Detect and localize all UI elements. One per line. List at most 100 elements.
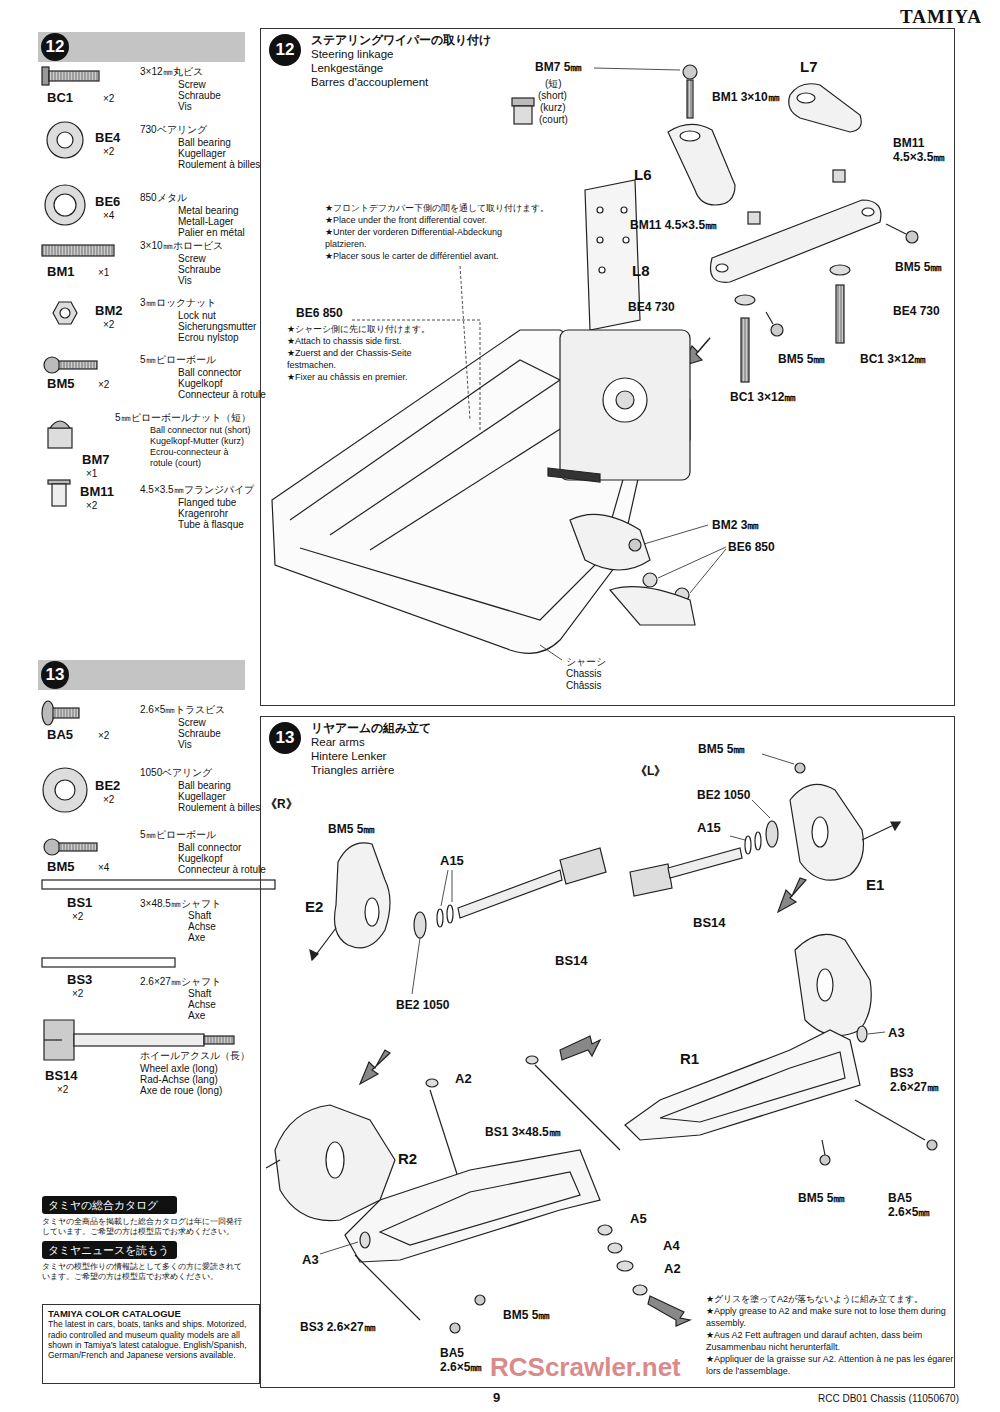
callout-label: L8 bbox=[632, 262, 650, 280]
part-description: Schraube bbox=[178, 264, 221, 276]
part-description: 3×12㎜丸ビス bbox=[140, 66, 203, 78]
part-description: Ball connector bbox=[178, 842, 241, 854]
callout-label: BA5 2.6×5㎜ bbox=[440, 1346, 490, 1375]
callout-label: BM5 5㎜ bbox=[698, 742, 745, 756]
catalog-box: TAMIYA COLOR CATALOGUEThe latest in cars… bbox=[42, 1304, 260, 1384]
step-number-text: 13 bbox=[46, 665, 65, 685]
part-description: Schraube bbox=[178, 90, 221, 102]
catalog-title: TAMIYA COLOR CATALOGUE bbox=[48, 1308, 254, 1319]
callout-label: BE2 1050 bbox=[697, 788, 750, 802]
part-code: BM2 bbox=[95, 303, 122, 319]
part-description: Roulement à billes bbox=[178, 802, 260, 814]
step-title-translation: Triangles arrière bbox=[311, 763, 431, 777]
callout-label: A2 bbox=[664, 1261, 681, 1277]
part-description: Kugellager bbox=[178, 148, 226, 160]
callout-label: R1 bbox=[680, 1050, 699, 1068]
catalog-heading: タミヤの総合カタログ bbox=[42, 1196, 177, 1214]
part-description: Connecteur à rotule bbox=[178, 864, 266, 876]
callout-label: BS3 2.6×27㎜ bbox=[890, 1066, 952, 1095]
callout-label: 《L》 bbox=[635, 764, 666, 778]
part-description: Chassis bbox=[566, 668, 602, 680]
quantity: ×1 bbox=[98, 267, 109, 279]
callout-label: BM5 5㎜ bbox=[503, 1308, 550, 1322]
callout-label: A15 bbox=[440, 853, 464, 869]
part-description: Axe de roue (long) bbox=[140, 1085, 222, 1097]
callout-label: A2 bbox=[455, 1071, 472, 1087]
callout-label: BE4 730 bbox=[893, 304, 940, 318]
callout-label: A15 bbox=[697, 820, 721, 836]
step-title-translation: Steering linkage bbox=[311, 47, 491, 61]
note-text: ★Place under the front differential cove… bbox=[325, 215, 575, 227]
note-text: ★Aus A2 Fett auftragen und darauf achten… bbox=[706, 1330, 956, 1353]
quantity: ×2 bbox=[72, 988, 83, 1000]
part-description: 1050ベアリング bbox=[140, 767, 212, 779]
callout-label: BM2 3㎜ bbox=[712, 518, 759, 532]
part-description: Vis bbox=[178, 739, 192, 751]
part-description: Kugelkopf-Mutter (kurz) bbox=[150, 436, 244, 447]
heading-text: タミヤの総合カタログ bbox=[48, 1198, 158, 1213]
note-text: ★グリスを塗ってA2が落ちないように組み立てます。 bbox=[706, 1294, 956, 1306]
callout-label: BS14 bbox=[555, 953, 588, 969]
part-description: Screw bbox=[178, 717, 206, 729]
step-panel: リヤアームの組み立てRear armsHintere LenkerTriangl… bbox=[260, 716, 955, 1388]
part-description: Shaft bbox=[188, 988, 211, 1000]
step-title-translation: Hintere Lenker bbox=[311, 749, 431, 763]
page-number: 9 bbox=[493, 1390, 500, 1406]
callout-label: BC1 3×12㎜ bbox=[730, 390, 796, 404]
part-description: Roulement à billes bbox=[178, 159, 260, 171]
callout-label: BS3 2.6×27㎜ bbox=[300, 1320, 376, 1334]
note-text: ★Placer sous le carter de différentiel a… bbox=[325, 251, 575, 263]
note-text: ★Zuerst and der Chassis-Seite festmachen… bbox=[287, 348, 437, 371]
part-description: Wheel axle (long) bbox=[140, 1063, 218, 1075]
part-description: Metall-Lager bbox=[178, 216, 234, 228]
note-text: ★Fixer au châssis en premier. bbox=[287, 372, 457, 384]
part-description: Palier en métal bbox=[178, 227, 245, 239]
callout-label: BM11 4.5×3.5㎜ bbox=[893, 136, 959, 165]
part-description: Rad-Achse (lang) bbox=[140, 1074, 218, 1086]
callout-label: A5 bbox=[630, 1211, 647, 1227]
note-text: ★シャーシ側に先に取り付けます。 bbox=[287, 324, 457, 336]
note-text: ★フロントデフカバー下側の間を通して取り付けます。 bbox=[325, 203, 575, 215]
part-description: Kugelkopf bbox=[178, 378, 222, 390]
note-text: ★Attach to chassis side first. bbox=[287, 336, 457, 348]
part-description: Screw bbox=[178, 79, 206, 91]
step-number: 13 bbox=[41, 661, 69, 689]
part-description: 5㎜ピローボールナット（短） bbox=[115, 412, 251, 424]
part-description: Ecrou-connecteur à rotule (court) bbox=[150, 447, 252, 469]
quantity: ×2 bbox=[103, 794, 114, 806]
callout-label: BC1 3×12㎜ bbox=[860, 352, 926, 366]
part-code: BA5 bbox=[47, 727, 73, 743]
quantity: ×2 bbox=[86, 500, 97, 512]
callout-label: R2 bbox=[398, 1150, 417, 1168]
part-description: Connecteur à rotule bbox=[178, 389, 266, 401]
part-description: 3㎜ロックナット bbox=[140, 297, 216, 309]
callout-label: BM5 5㎜ bbox=[328, 822, 375, 836]
part-description: 2.6×5㎜トラスビス bbox=[140, 704, 225, 716]
callout-label: E2 bbox=[305, 898, 323, 916]
part-description: Tube à flasque bbox=[178, 519, 244, 531]
callout-label: L6 bbox=[634, 166, 652, 184]
part-description: Metal bearing bbox=[178, 205, 239, 217]
note-text: ★Apply grease to A2 and make sure not to… bbox=[706, 1306, 956, 1329]
step-number-text: 13 bbox=[276, 728, 295, 748]
step-number: 12 bbox=[41, 33, 69, 61]
callout-label: A3 bbox=[302, 1252, 319, 1268]
quantity: ×2 bbox=[98, 730, 109, 742]
part-code: BE4 bbox=[95, 130, 120, 146]
part-description: Ecrou nylstop bbox=[178, 332, 239, 344]
callout-label: A4 bbox=[663, 1238, 680, 1254]
step-number: 12 bbox=[269, 34, 301, 66]
part-code: BM7 bbox=[82, 452, 109, 468]
watermark: RCScrawler.net bbox=[490, 1352, 681, 1383]
step-title-translation: Rear arms bbox=[311, 735, 431, 749]
part-description: Kragenrohr bbox=[178, 508, 228, 520]
part-code: BS1 bbox=[67, 895, 92, 911]
catalog-note: タミヤの模型作りの情報誌として多くの方に愛読されています。ご希望の方は模型店でお… bbox=[42, 1262, 247, 1283]
quantity: ×2 bbox=[103, 146, 114, 158]
part-description: Sicherungsmutter bbox=[178, 321, 256, 333]
part-description: Screw bbox=[178, 253, 206, 265]
quantity: ×2 bbox=[103, 319, 114, 331]
callout-label: BA5 2.6×5㎜ bbox=[888, 1191, 943, 1220]
catalog-heading: タミヤニュースを読もう bbox=[42, 1241, 177, 1259]
brand-logo: TAMIYA bbox=[900, 6, 982, 29]
